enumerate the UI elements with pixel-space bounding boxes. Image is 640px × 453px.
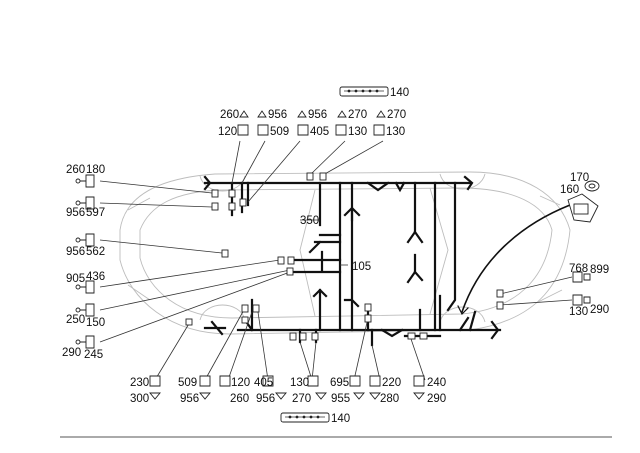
- callout-bottom-r1-2: 509: [178, 377, 197, 389]
- right-connector-icons: [572, 271, 591, 306]
- callout-left-250: 250: [66, 314, 85, 326]
- callout-bottom-r1-1: 230: [130, 377, 149, 389]
- callout-bottom-r2-1: 300: [130, 393, 149, 405]
- callout-left-562: 562: [86, 246, 105, 258]
- callout-899: 899: [590, 264, 609, 276]
- callout-top-r2-2: 509: [270, 126, 289, 138]
- callout-bottom-r2-3: 260: [230, 393, 249, 405]
- callout-bottom-r2-6: 955: [331, 393, 350, 405]
- strip-connector-top: [339, 86, 389, 97]
- left-connector-icons: [75, 174, 95, 349]
- callout-bottom-r1-7: 220: [382, 377, 401, 389]
- callout-bottom-strip: 140: [331, 413, 350, 425]
- callout-350: 350: [300, 215, 319, 227]
- callout-bottom-r1-8: 240: [427, 377, 446, 389]
- callout-top-r2-4: 130: [348, 126, 367, 138]
- callout-top-r1-5: 270: [387, 109, 406, 121]
- callout-left-436: 436: [86, 271, 105, 283]
- callout-left-905: 905: [66, 273, 85, 285]
- callout-left-290: 290: [62, 347, 81, 359]
- callout-top-r2-3: 405: [310, 126, 329, 138]
- callout-bottom-r1-4: 405: [254, 377, 273, 389]
- callout-105: 105: [352, 261, 371, 273]
- callout-bottom-r1-5: 130: [290, 377, 309, 389]
- callout-top-r1-3: 956: [308, 109, 327, 121]
- callout-bottom-r2-8: 290: [427, 393, 446, 405]
- callout-left-956b: 956: [66, 246, 85, 258]
- harness-connectors: [185, 172, 504, 341]
- callout-bottom-r1-3: 120: [231, 377, 250, 389]
- callout-bottom-r2-2: 956: [180, 393, 199, 405]
- bottom-connector-icons: [149, 375, 425, 400]
- callout-top-r2-5: 130: [386, 126, 405, 138]
- callout-left-597: 597: [86, 207, 105, 219]
- callout-top-r1-2: 956: [268, 109, 287, 121]
- callout-left-956a: 956: [66, 207, 85, 219]
- callout-130-right: 130: [569, 306, 588, 318]
- callout-bottom-r2-4: 956: [256, 393, 275, 405]
- callout-top-r1-4: 270: [348, 109, 367, 121]
- top-connector-icons: [237, 110, 386, 136]
- leader-lines: [99, 140, 573, 381]
- callout-bottom-r2-5: 270: [292, 393, 311, 405]
- callout-top-r2-1: 120: [218, 126, 237, 138]
- callout-top-r1-1: 260: [220, 109, 239, 121]
- callout-768: 768: [569, 263, 588, 275]
- main-harness: [203, 175, 502, 347]
- callout-290-right: 290: [590, 304, 609, 316]
- cable-arrowhead: [457, 305, 469, 316]
- callout-left-260: 260: [66, 164, 85, 176]
- callout-left-245: 245: [84, 349, 103, 361]
- callout-bottom-r1-6: 695: [330, 377, 349, 389]
- callout-160: 160: [560, 184, 579, 196]
- right-module: [567, 180, 600, 223]
- callout-top-strip: 140: [390, 87, 409, 99]
- module-cable: [460, 203, 572, 314]
- callout-170: 170: [570, 172, 589, 184]
- strip-connector-bottom: [280, 412, 330, 423]
- callout-bottom-r2-7: 280: [380, 393, 399, 405]
- callout-left-150: 150: [86, 317, 105, 329]
- callout-left-180: 180: [86, 164, 105, 176]
